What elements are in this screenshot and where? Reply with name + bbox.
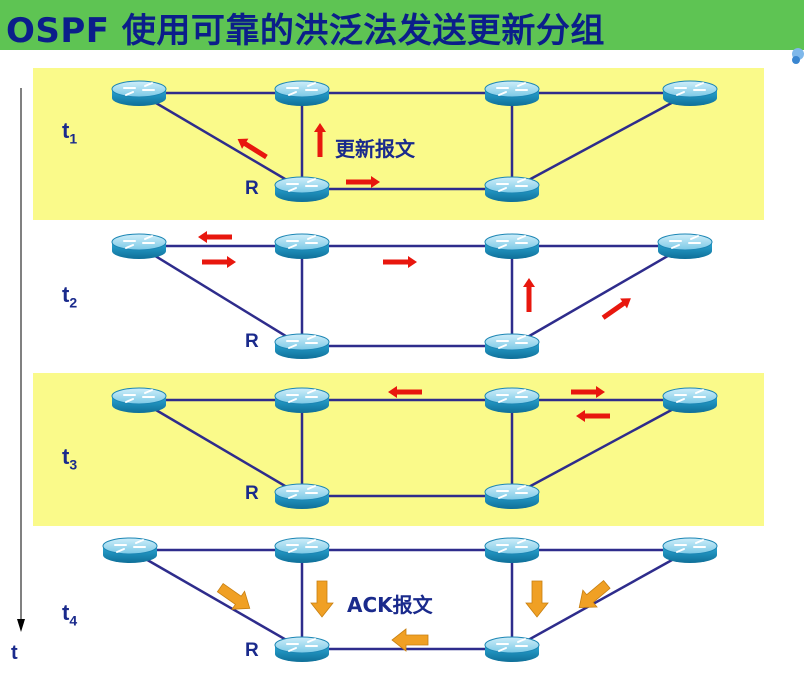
router-r-label: R (245, 178, 259, 199)
time-axis-label: t (11, 642, 18, 664)
red-arrow-icon (599, 293, 635, 323)
stage-4-links (129, 548, 691, 651)
router-icon (274, 80, 330, 107)
router-icon (484, 176, 540, 203)
stage-label-t3: t3 (62, 444, 78, 473)
corner-ornament-icon (792, 48, 804, 64)
router-r-label: R (245, 331, 259, 352)
orange-arrow-icon (525, 580, 549, 618)
router-icon (484, 233, 540, 260)
router-r-label: R (245, 483, 259, 504)
router-icon (484, 80, 540, 107)
orange-arrow-icon (310, 580, 334, 618)
router-icon (662, 80, 718, 107)
router-icon (274, 537, 330, 564)
title-bar: OSPF 使用可靠的洪泛法发送更新分组 (0, 0, 804, 51)
update-message-label: 更新报文 (335, 137, 415, 161)
stage-label-t4: t4 (62, 600, 78, 629)
ack-message-label: ACK报文 (347, 593, 433, 617)
router-icon (274, 387, 330, 414)
router-icon (484, 387, 540, 414)
router-icon (484, 537, 540, 564)
router-icon (274, 233, 330, 260)
router-icon (484, 636, 540, 663)
red-arrow-icon (198, 231, 232, 243)
stage-2-update-arrows (198, 231, 635, 323)
page-title: OSPF 使用可靠的洪泛法发送更新分组 (6, 11, 605, 51)
router-icon (662, 387, 718, 414)
red-arrow-icon (202, 256, 236, 268)
stage-3-links (138, 398, 691, 498)
router-icon (111, 387, 167, 414)
router-r-label: R (245, 640, 259, 661)
router-icon (274, 333, 330, 360)
red-arrow-icon (523, 278, 535, 312)
router-icon (111, 80, 167, 107)
router-icon (111, 233, 167, 260)
router-icon (274, 176, 330, 203)
stage-label-t1: t1 (62, 118, 78, 147)
orange-arrow-icon (391, 628, 429, 652)
stage-1-links (138, 91, 691, 191)
router-icon (657, 233, 713, 260)
stage-label-t2: t2 (62, 282, 78, 311)
red-arrow-icon (383, 256, 417, 268)
router-icon (102, 537, 158, 564)
router-icon (484, 483, 540, 510)
router-icon (274, 636, 330, 663)
stage-2-routers (111, 233, 713, 360)
stage-2-links (138, 244, 686, 348)
router-icon (274, 483, 330, 510)
time-axis-arrowhead (17, 619, 25, 632)
router-icon (662, 537, 718, 564)
router-icon (484, 333, 540, 360)
